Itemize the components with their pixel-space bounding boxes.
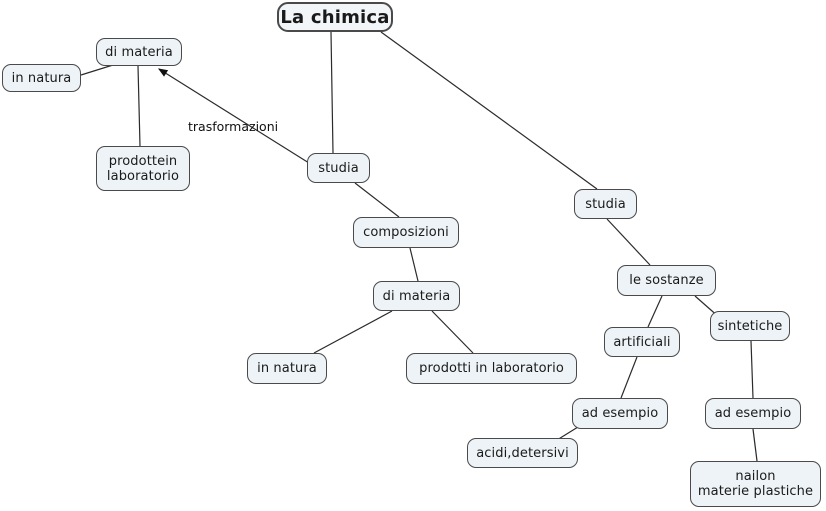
edge-e-adesempio-nailon: [752, 428, 758, 462]
edge-e-sostanze-artificiali: [647, 295, 663, 328]
edge-e-chimica-studia-right: [380, 31, 598, 190]
node-artificiali[interactable]: artificiali: [604, 327, 680, 357]
node-sintetiche[interactable]: sintetiche: [710, 311, 790, 341]
edge-e-composizioni-dimateria: [409, 247, 419, 282]
node-acidi-detersivi[interactable]: acidi,detersivi: [467, 438, 578, 468]
node-studia-right[interactable]: studia: [574, 189, 637, 219]
node-composizioni[interactable]: composizioni: [353, 217, 459, 248]
node-la-chimica[interactable]: La chimica: [277, 2, 393, 32]
edge-e-sintetiche-adesempio: [750, 340, 754, 399]
node-ad-esempio-right[interactable]: ad esempio: [705, 398, 801, 429]
node-studia-left[interactable]: studia: [307, 153, 370, 183]
node-nailon-materie-plastiche[interactable]: nailon materie plastiche: [690, 461, 821, 507]
node-in-natura-bottom[interactable]: in natura: [247, 353, 327, 384]
node-le-sostanze[interactable]: le sostanze: [617, 265, 716, 296]
node-in-natura-top[interactable]: in natura: [2, 64, 81, 92]
node-prodotti-in-laboratorio[interactable]: prodotti in laboratorio: [406, 353, 577, 384]
node-prodottein-laboratorio[interactable]: prodottein laboratorio: [96, 146, 190, 191]
edge-e-studia-composizioni: [354, 182, 400, 218]
node-di-materia-top[interactable]: di materia: [96, 38, 182, 66]
edge-e-studiaright-sostanze: [606, 218, 651, 266]
edge-e-chimica-studia-left: [330, 31, 334, 154]
edge-e-artificiali-adesempio: [620, 356, 638, 399]
edge-e-dimateria-prodotti: [431, 310, 474, 354]
edge-e-prodottein-dimateria: [137, 65, 141, 147]
edge-e-dimateria-innatura: [313, 310, 393, 354]
node-ad-esempio-left[interactable]: ad esempio: [572, 398, 668, 429]
edge-e-innatura-dimateria: [80, 64, 114, 76]
node-di-materia-bottom[interactable]: di materia: [373, 281, 460, 311]
edge-label-trasformazioni: trasformazioni: [188, 119, 279, 134]
